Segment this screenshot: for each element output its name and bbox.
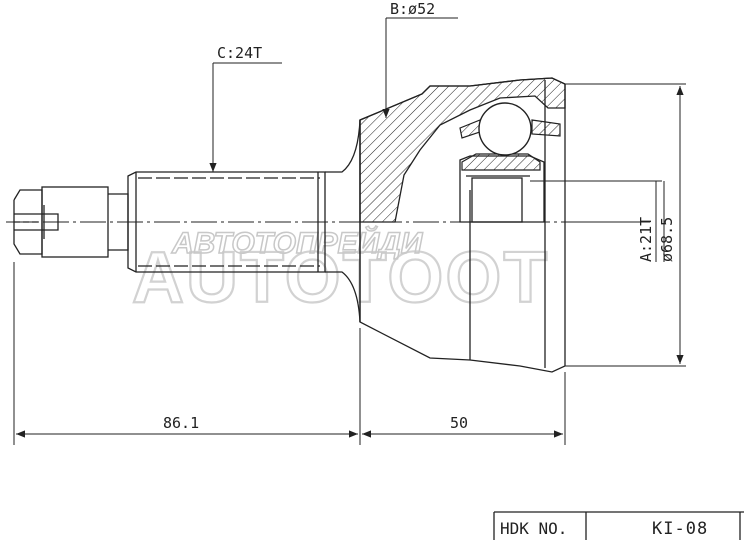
label-b: B:ø52 [390,0,435,18]
dim-b [382,17,458,118]
title-block-value: KI-08 [652,519,708,539]
hub-hatch [461,153,541,171]
label-c: C:24T [217,44,262,62]
title-block-label: HDK NO. [500,519,567,538]
body-section-hatch [359,77,566,223]
dim-c [209,62,282,172]
dim-length [13,262,566,445]
label-shaft-length: 86.1 [163,414,199,432]
ball [478,102,532,156]
dim-d [565,83,686,367]
watermark-main: AUTOTOOT [132,238,549,318]
title-block [493,511,744,540]
label-d: ø68.5 [658,217,676,262]
dim-a [530,180,665,262]
shoulder [41,186,109,258]
label-body-length: 50 [450,414,468,432]
label-a: A:21T [637,217,655,262]
part-outline [13,77,566,373]
watermark-italic: АВТОТОПРЕЙДИ [171,225,424,260]
